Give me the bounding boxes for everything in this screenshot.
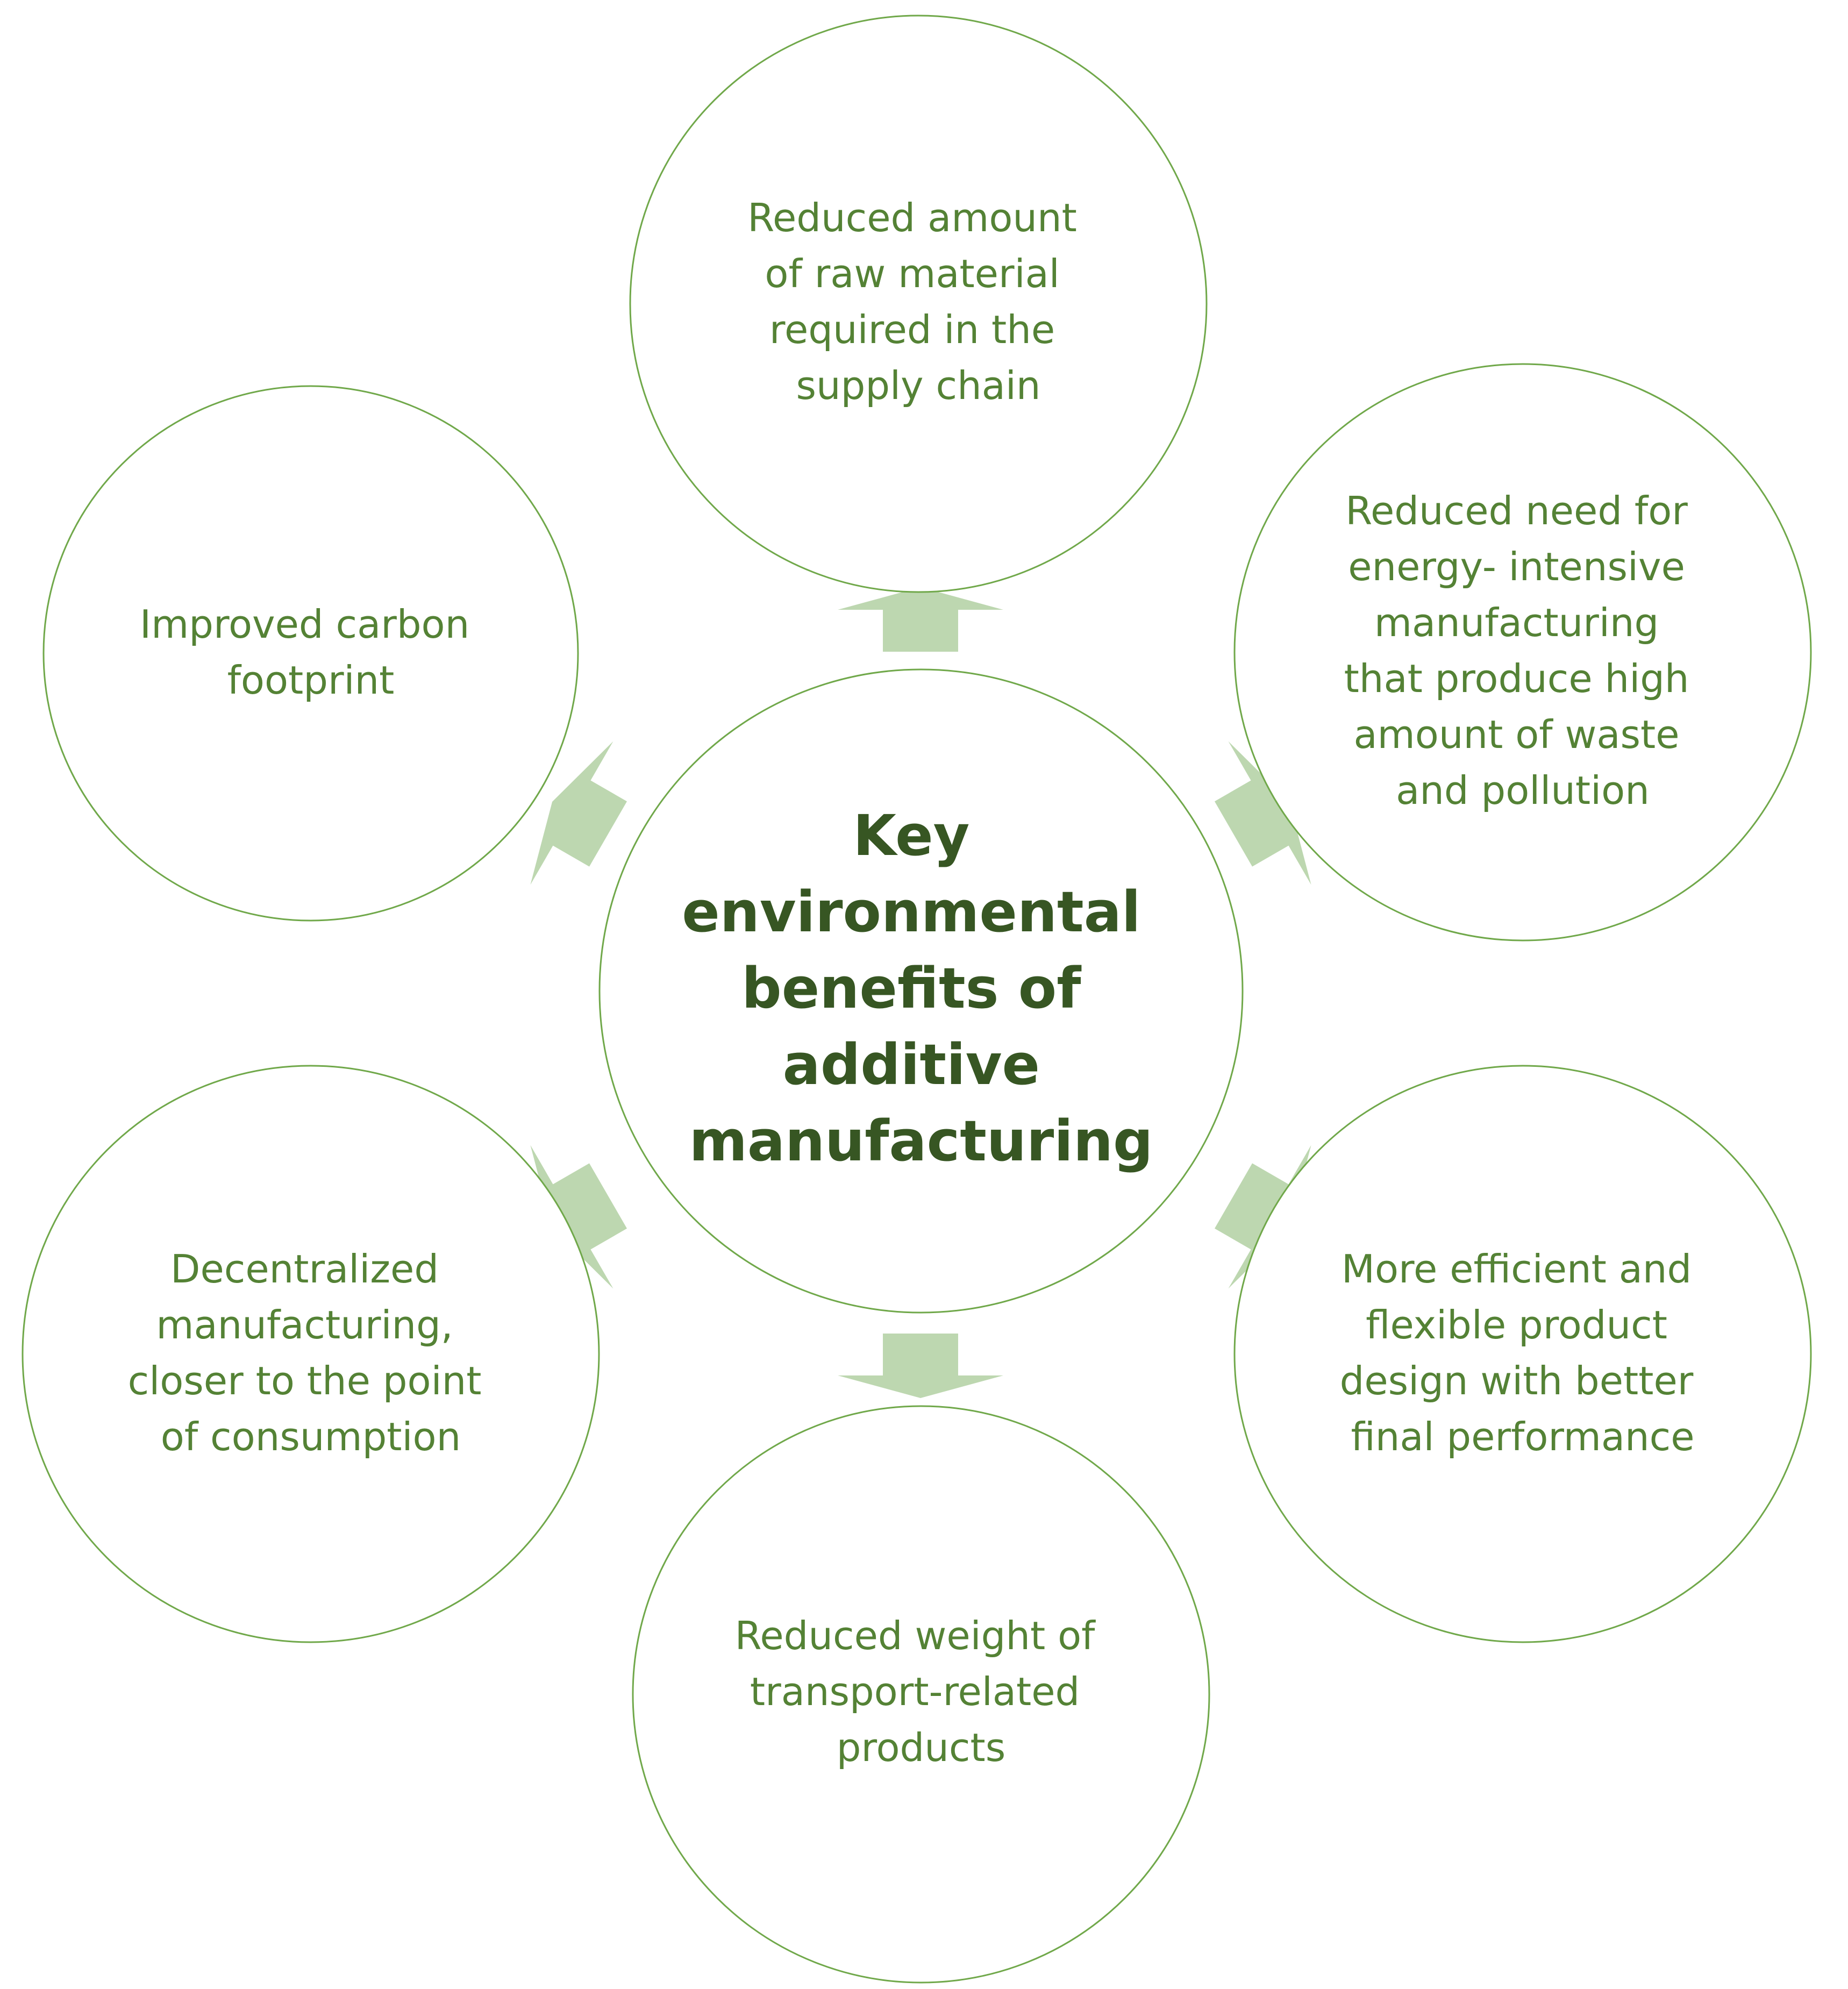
arrow-to-upper-left — [530, 741, 627, 885]
arrow-to-lower-left — [530, 1145, 627, 1289]
node-top: Reduced amount of raw material required … — [629, 15, 1208, 593]
node-bottom: Reduced weight of transport-related prod… — [632, 1405, 1210, 1984]
node-bottom-text: Reduced weight of transport-related prod… — [735, 1613, 1108, 1770]
arrow-to-bottom — [838, 1334, 1003, 1398]
center-title: Key environmental benefits of additive m… — [682, 803, 1160, 1174]
node-upper-left: Improved carbon footprint — [42, 385, 579, 922]
node-top-text: Reduced amount of raw material required … — [747, 195, 1089, 408]
node-lower-left-text: Decentralized manufacturing, closer to t… — [128, 1246, 494, 1459]
arrow-to-upper-right — [1215, 741, 1311, 885]
node-upper-right-text: Reduced need for energy- intensive manuf… — [1344, 488, 1702, 813]
center-node: Key environmental benefits of additive m… — [598, 668, 1244, 1314]
node-upper-right: Reduced need for energy- intensive manuf… — [1233, 363, 1812, 942]
node-lower-right-text: More efficient and flexible product desi… — [1340, 1246, 1706, 1459]
node-lower-left: Decentralized manufacturing, closer to t… — [22, 1065, 600, 1643]
arrow-to-top — [838, 587, 1003, 652]
node-upper-left-text: Improved carbon footprint — [140, 602, 482, 703]
arrow-to-lower-right — [1215, 1145, 1311, 1289]
node-lower-right: More efficient and flexible product desi… — [1233, 1065, 1812, 1643]
arrows — [530, 587, 1311, 1398]
